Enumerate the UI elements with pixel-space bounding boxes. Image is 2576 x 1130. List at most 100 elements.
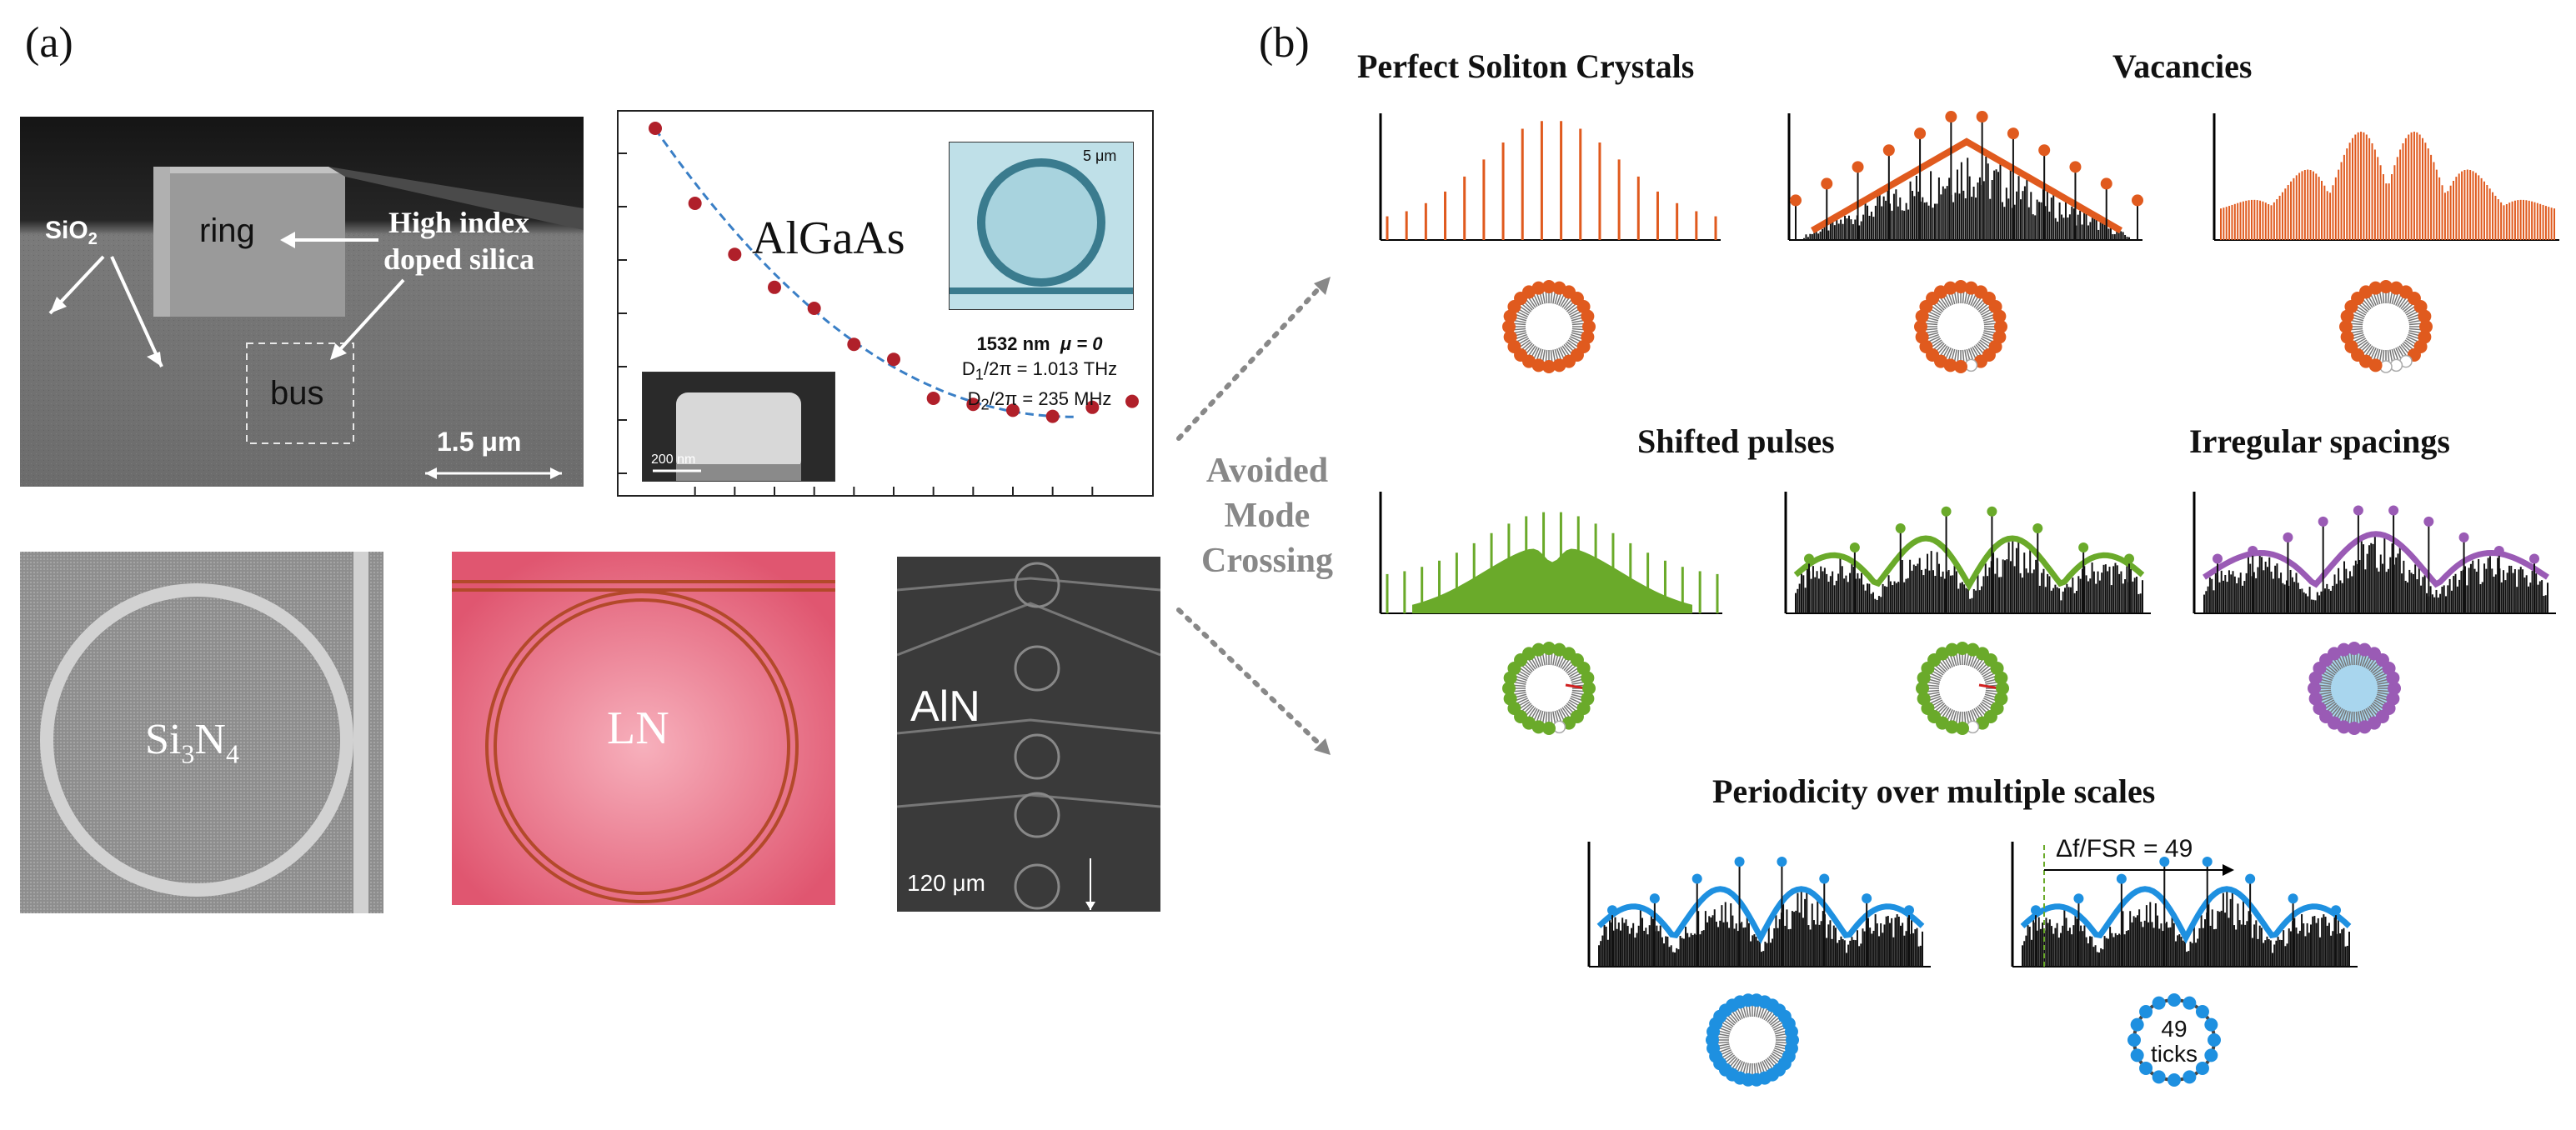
data-point bbox=[728, 248, 742, 262]
heading-vacancies: Vacancies bbox=[2112, 48, 2253, 85]
ring-pulse bbox=[2152, 1070, 2166, 1084]
ring-pulse bbox=[2358, 720, 2372, 734]
ring-pulse bbox=[1502, 682, 1516, 695]
comb-peak bbox=[2493, 545, 2504, 556]
ring-pulse bbox=[1582, 320, 1596, 333]
ring-pulse bbox=[1531, 281, 1546, 295]
ring-pulse bbox=[1916, 682, 1929, 695]
ring-pulse bbox=[1581, 309, 1595, 323]
comb-peak bbox=[2353, 505, 2363, 516]
ring-label: ring bbox=[199, 212, 255, 249]
data-point bbox=[887, 352, 900, 367]
ring-perfect bbox=[1502, 280, 1596, 373]
comb-peak bbox=[2124, 553, 2134, 564]
sin-label: Si3N4 bbox=[145, 716, 239, 769]
data-point bbox=[1125, 394, 1139, 408]
comb-peak bbox=[1691, 873, 1702, 884]
ring-microscope-inset: 5 μm bbox=[949, 142, 1134, 310]
ln-microring-image: LN bbox=[452, 552, 835, 905]
data-point bbox=[1085, 400, 1100, 414]
ring-pulse bbox=[2379, 280, 2393, 293]
ring-pulse bbox=[2368, 281, 2383, 295]
heading-shifted-pulses: Shifted pulses bbox=[1637, 422, 1835, 460]
ring-pulse bbox=[1954, 360, 1967, 373]
ring-pulse bbox=[1552, 358, 1566, 372]
ring-pulse bbox=[1956, 722, 1969, 735]
scale-bar-label: 1.5 μm bbox=[437, 427, 522, 457]
comb-peak bbox=[1777, 856, 1787, 867]
ticks-label: 49 ticks bbox=[2151, 1016, 2198, 1067]
envelope-area bbox=[1412, 548, 1692, 613]
spectrum-shifted-2 bbox=[1784, 492, 2151, 614]
comb-peak bbox=[2078, 542, 2089, 553]
sem-cross-section-image: SiO2 ring High index doped silica bus 1.… bbox=[20, 117, 584, 487]
ring-pulse bbox=[2139, 1005, 2153, 1019]
comb-peak bbox=[1895, 523, 1906, 534]
comb-peak bbox=[2283, 532, 2293, 542]
spectrum-vacancies-2 bbox=[2213, 113, 2559, 241]
comb-peak bbox=[2529, 553, 2539, 564]
ring-pulse bbox=[2139, 1061, 2153, 1075]
data-point bbox=[649, 122, 662, 135]
ring-pulse bbox=[2308, 682, 2321, 695]
ring-pulse bbox=[1943, 281, 1957, 295]
comb-peak bbox=[1914, 128, 1927, 140]
inset-scale-label: 5 μm bbox=[1083, 148, 1117, 164]
comb-peak bbox=[1976, 111, 1988, 123]
comb-peak bbox=[2248, 545, 2258, 556]
ring-pulse bbox=[2388, 682, 2401, 695]
ring-pulse bbox=[2195, 1061, 2209, 1075]
ln-label: LN bbox=[607, 702, 669, 754]
ring-shifted-1 bbox=[1502, 642, 1596, 735]
comb-peak bbox=[1790, 194, 1802, 207]
heading-irregular-spacings: Irregular spacings bbox=[2189, 422, 2450, 460]
data-point bbox=[688, 197, 702, 210]
data-point bbox=[926, 392, 940, 405]
ring-pulse bbox=[1582, 682, 1596, 695]
ring-pulse bbox=[1502, 320, 1516, 333]
algaas-material-label: AlGaAs bbox=[752, 212, 905, 264]
comb-peak bbox=[1904, 905, 1914, 916]
ring-pulse bbox=[1503, 692, 1517, 706]
ring-pulse bbox=[2348, 722, 2361, 735]
ring-pulse bbox=[1542, 280, 1556, 293]
ring-pulse bbox=[1542, 642, 1556, 655]
ring-pulse bbox=[1531, 642, 1546, 657]
ring-pulse bbox=[1917, 692, 1931, 706]
dispersion-params: 1532 nm μ = 0 D1/2π = 1.013 THz D2/2π = … bbox=[961, 333, 1118, 413]
ring-multiscale-1 bbox=[1706, 993, 1799, 1087]
heading-perfect-soliton-crystals: Perfect Soliton Crystals bbox=[1357, 48, 1695, 85]
comb-peak bbox=[1849, 542, 1860, 553]
delta-f-fsr-label: Δf/FSR = 49 bbox=[2056, 835, 2193, 862]
data-point bbox=[1006, 403, 1020, 418]
ring-pulse bbox=[2204, 1048, 2218, 1062]
ring-pulse bbox=[1945, 642, 1959, 657]
comb-peak bbox=[2458, 532, 2469, 542]
comb-peak bbox=[2213, 553, 2223, 564]
ring-pulse bbox=[2418, 309, 2432, 323]
comb-peak bbox=[1941, 506, 1952, 517]
ring-pulse bbox=[2308, 692, 2323, 706]
ring-pulse bbox=[2337, 642, 2351, 657]
ring-pulse bbox=[1784, 1025, 1798, 1039]
envelope bbox=[2020, 886, 2352, 944]
sio2-label: SiO2 bbox=[45, 217, 98, 248]
ring-pulse bbox=[2339, 320, 2353, 333]
ring-pulse bbox=[1992, 309, 2007, 323]
shift-marker bbox=[1978, 683, 2000, 690]
comb-peak bbox=[2007, 128, 2019, 140]
envelope bbox=[1811, 138, 2122, 234]
ring-pulse bbox=[1996, 682, 2009, 695]
spectrum-irregular bbox=[2193, 492, 2556, 614]
comb-peak bbox=[2159, 856, 2170, 867]
ring-pulse bbox=[1915, 330, 1929, 344]
ring-pulse bbox=[2419, 320, 2433, 333]
delta-arrow-head bbox=[2223, 864, 2234, 876]
comb-peak bbox=[2031, 905, 2041, 916]
avoided-mode-crossing-label: Avoided Mode Crossing bbox=[1201, 452, 1333, 580]
ring-pulse bbox=[2208, 1033, 2221, 1047]
ring-pulse bbox=[1542, 722, 1556, 735]
comb-peak bbox=[1862, 893, 1872, 904]
ring-pulse bbox=[1542, 360, 1556, 373]
comb-peak bbox=[2331, 905, 2341, 916]
